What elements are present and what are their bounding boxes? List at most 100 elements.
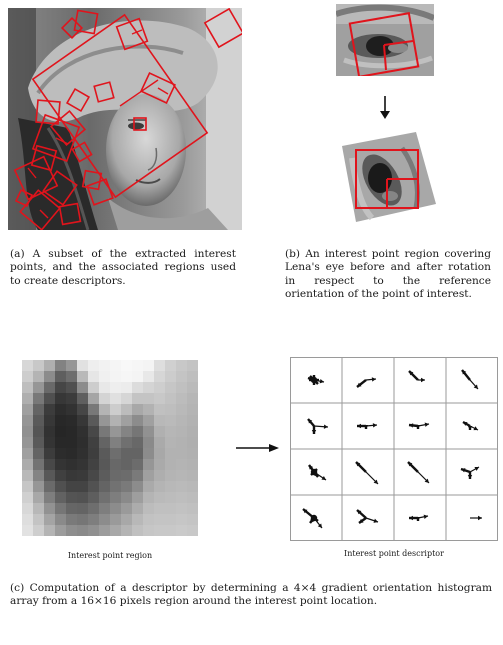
gradient-arrowhead [373,518,378,523]
region-pixel [88,426,100,438]
region-pixel [88,360,100,372]
region-pixel [88,481,100,493]
gradient-arrowhead [478,515,482,521]
gradient-arrowhead [463,422,468,426]
region-pixel [176,503,188,515]
region-pixel [99,525,111,536]
gradient-arrowhead [356,462,361,467]
region-pixel [165,371,177,383]
region-pixel [154,382,166,394]
caption-a: (a) A subset of the extracted interest p… [10,248,236,287]
region-pixel [176,426,188,438]
region-pixel [33,448,45,460]
region-pixel [33,481,45,493]
descriptor-cell [302,508,323,529]
region-pixel [77,492,89,504]
label-interest-point-region: Interest point region [67,551,153,560]
gradient-arrowhead [409,371,414,376]
gradient-arrowhead [310,518,315,523]
region-pixel [187,503,198,515]
region-pixel [143,437,155,449]
caption-c: (c) Computation of a descriptor by deter… [10,582,492,608]
region-pixel [33,503,45,515]
region-pixel [187,382,198,394]
region-pixel [44,426,56,438]
region-pixel [143,514,155,526]
descriptor-cell [307,418,329,434]
region-pixel [176,448,188,460]
region-pixel [165,360,177,372]
region-pixel [66,503,78,515]
region-pixel [44,437,56,449]
gradient-arrowhead [311,430,317,434]
region-pixel [88,448,100,460]
gradient-arrowhead [423,514,428,519]
region-pixel [77,426,89,438]
region-pixel [176,393,188,405]
descriptor-cell [407,461,430,484]
region-pixel [99,415,111,427]
region-pixel [121,503,133,515]
region-pixel [110,481,122,493]
region-pixel [77,481,89,493]
region-pixel [55,426,67,438]
gradient-arrowhead [473,384,478,389]
region-pixel [132,481,144,493]
region-pixel [33,470,45,482]
region-pixel [154,470,166,482]
region-pixel [187,437,198,449]
descriptor-cell [460,466,480,479]
region-pixel [33,371,45,383]
region-pixel [132,470,144,482]
region-pixel [66,459,78,471]
region-pixel [132,492,144,504]
region-pixel [165,503,177,515]
region-pixel [22,503,34,515]
region-pixel [154,481,166,493]
region-pixel [44,514,56,526]
gradient-arrowhead [319,379,324,384]
region-pixel [33,404,45,416]
region-pixel [154,525,166,536]
region-pixel [110,415,122,427]
region-pixel [154,404,166,416]
region-pixel [187,459,198,471]
region-pixel [121,404,133,416]
region-pixel [77,459,89,471]
region-pixel [66,437,78,449]
gradient-arrowhead [317,523,322,528]
region-pixel [22,514,34,526]
rotation-arrow-down [380,96,390,119]
region-pixel [110,426,122,438]
region-pixel [165,525,177,536]
region-pixel [176,415,188,427]
region-pixel [110,437,122,449]
region-pixel [88,525,100,536]
region-pixel [143,382,155,394]
label-interest-point-descriptor: Interest point descriptor [344,549,444,558]
region-pixel [176,525,188,536]
region-pixel [55,393,67,405]
region-pixel [165,470,177,482]
region-pixel [176,437,188,449]
region-pixel [99,492,111,504]
region-pixel [154,360,166,372]
region-pixel [165,492,177,504]
region-pixel [55,481,67,493]
region-pixel [77,437,89,449]
region-pixel [66,371,78,383]
region-pixel [187,481,198,493]
region-pixel [88,404,100,416]
region-pixel [77,404,89,416]
region-pixel [143,459,155,471]
region-pixel [165,437,177,449]
region-pixel [110,404,122,416]
region-pixel [88,437,100,449]
region-pixel [99,360,111,372]
region-pixel [55,437,67,449]
region-pixel [88,371,100,383]
region-pixel [132,404,144,416]
region-pixel [99,426,111,438]
region-pixel [55,415,67,427]
region-pixel [176,459,188,471]
